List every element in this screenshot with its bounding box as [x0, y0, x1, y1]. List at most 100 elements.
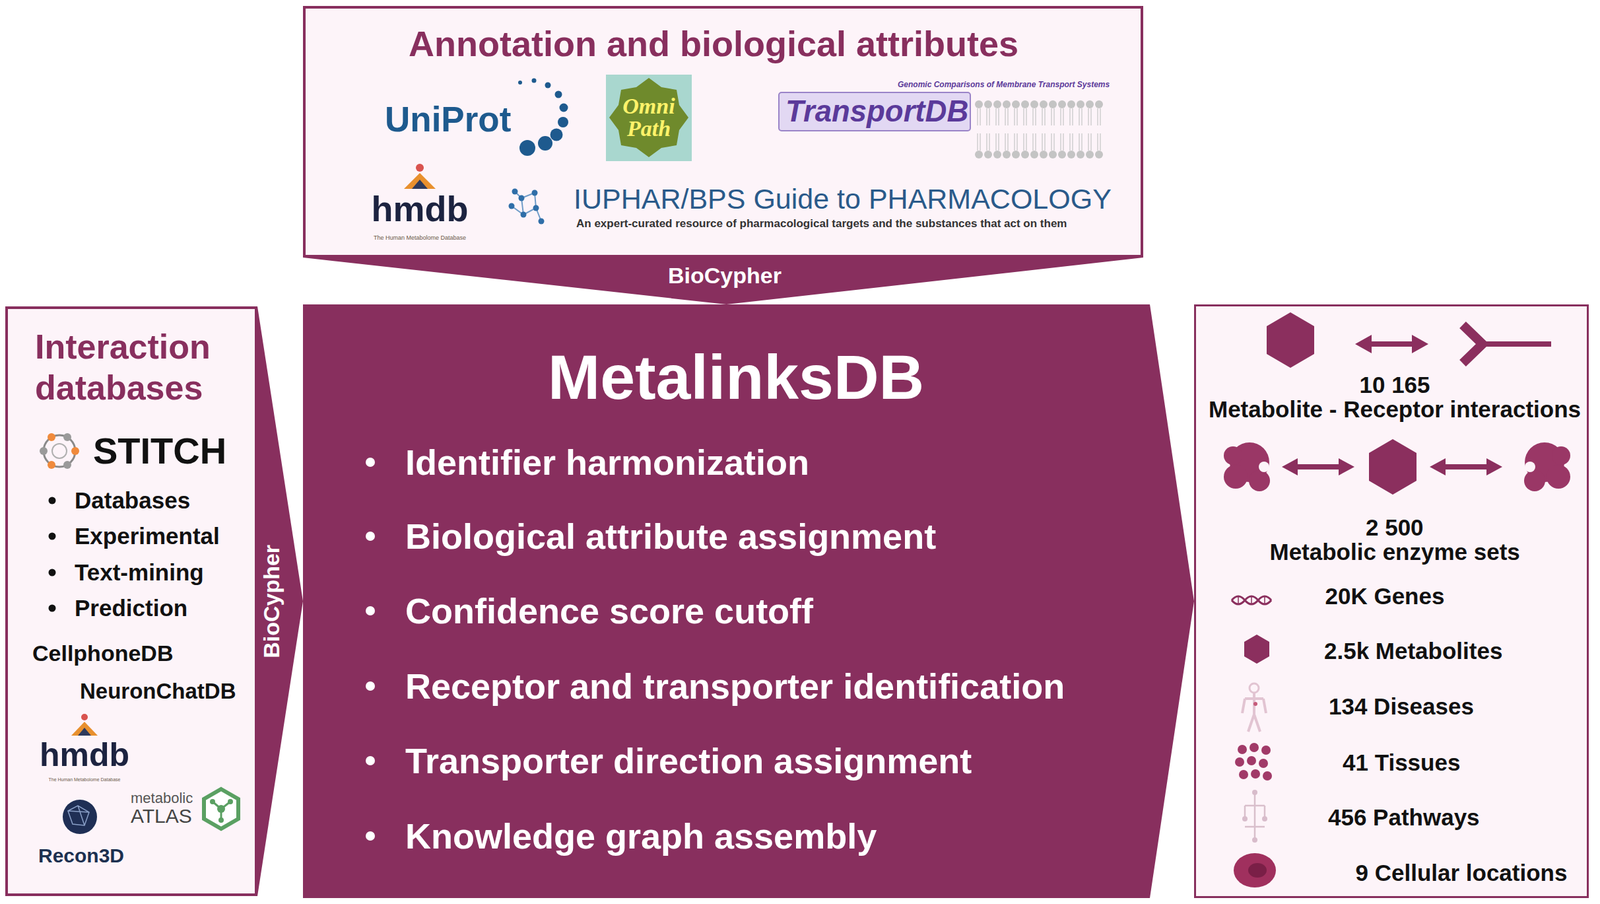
stat-text: 134 Diseases — [1328, 694, 1474, 719]
disease-body-icon — [1242, 693, 1267, 732]
bullet-dot — [365, 755, 375, 766]
database-title: MetalinksDB — [547, 344, 925, 411]
uniprot-logo-dots — [557, 116, 569, 128]
metabolite-receptor-icon — [1366, 341, 1418, 347]
pathway-tree-icon — [1252, 789, 1258, 795]
panel-heading: Annotation and biological attributes — [408, 25, 1019, 63]
process-step: Transporter direction assignment — [405, 741, 972, 780]
cell-icon — [1233, 852, 1276, 888]
logo-text: Omni Path — [611, 95, 686, 140]
hmdb-logo-icon — [71, 713, 98, 736]
process-step: Knowledge graph assembly — [405, 817, 877, 855]
tissue-cells-icon — [1238, 769, 1249, 779]
hmdb-logo-icon — [71, 721, 98, 736]
edge-label: BioCypher — [667, 264, 782, 288]
bullet-dot — [365, 457, 375, 841]
logo-subtitle: The Human Metabolome Database — [373, 234, 467, 241]
uniprot-logo-dots — [555, 91, 563, 99]
transportdb-logo — [778, 92, 1104, 160]
enzyme-set-icon — [1229, 442, 1270, 482]
enzyme-set-icon — [1338, 458, 1355, 476]
bullet-dot — [48, 604, 57, 612]
omnipath-logo — [605, 74, 692, 162]
transportdb-logo — [974, 99, 1104, 160]
iuphar-molecule-icon — [532, 190, 538, 197]
logo-text: metabolic — [130, 790, 193, 806]
count-number: 2 500 — [1365, 515, 1424, 540]
logo-text: IUPHAR/BPS Guide to PHARMACOLOGY — [573, 184, 1112, 214]
bullet-dot — [365, 531, 375, 541]
recon3d-icon — [62, 799, 98, 834]
tissue-cells-icon — [1234, 757, 1245, 767]
logo-subtitle: The Human Metabolome Database — [48, 776, 121, 782]
iuphar-molecule-icon — [508, 203, 515, 210]
iuphar-molecule-icon — [518, 195, 525, 202]
bullet-dot — [365, 681, 375, 691]
tissue-cells-icon — [1250, 768, 1261, 779]
metabolic-atlas-icon — [217, 804, 226, 813]
process-step: Identifier harmonization — [405, 443, 810, 482]
logo-text: hmdb — [39, 737, 130, 773]
disease-body-icon — [1253, 701, 1258, 706]
logo-text: UniProt — [384, 100, 511, 138]
gene-helix-icon — [1231, 596, 1272, 604]
stitch-logo-icon — [43, 434, 76, 467]
tissue-cells-icon — [1246, 755, 1257, 766]
process-step: Confidence score cutoff — [405, 592, 814, 630]
metabolic-atlas-icon — [203, 788, 239, 829]
iuphar-molecule-icon — [512, 188, 519, 195]
tissue-cells-icon — [1258, 758, 1268, 768]
hmdb-logo-icon — [81, 713, 88, 721]
tissue-cells-icon — [1234, 742, 1272, 781]
database-name: NeuronChatDB — [79, 679, 237, 703]
uniprot-logo-dots — [518, 78, 569, 157]
stitch-logo-icon — [47, 433, 56, 441]
output-panel: 10 165Metabolite - Receptor interactions… — [1194, 304, 1589, 898]
metabolic-atlas-icon — [203, 788, 239, 829]
recon3d-icon — [67, 805, 90, 826]
enzyme-set-icon — [1486, 458, 1503, 476]
stat-text: 20K Genes — [1325, 584, 1445, 609]
disease-body-icon — [1242, 683, 1267, 732]
stitch-logo-icon — [52, 443, 67, 459]
count-caption: Metabolic enzyme sets — [1269, 539, 1521, 565]
hmdb-logo-icon — [403, 163, 436, 189]
bullet-item: Experimental — [74, 524, 220, 549]
bullet-dot — [365, 605, 375, 616]
enzyme-set-icon — [1524, 442, 1571, 492]
enzyme-set-icon — [1258, 461, 1270, 472]
logo-text: hmdb — [371, 190, 469, 228]
metabolite-receptor-icon — [1462, 324, 1483, 364]
bullet-dot — [48, 497, 57, 505]
pathway-tree-icon — [1242, 789, 1268, 843]
stat-text: 41 Tissues — [1342, 750, 1461, 775]
gene-helix-icon — [1238, 596, 1265, 604]
bullet-dot — [365, 831, 375, 841]
enzyme-set-icon — [1429, 458, 1446, 476]
hmdb-logo-icon — [77, 727, 92, 736]
database-name: CellphoneDB — [32, 641, 173, 666]
disease-body-icon — [1249, 683, 1259, 693]
tissue-cells-icon — [1262, 770, 1272, 781]
central-process-box: MetalinksDBIdentifier harmonizationBiolo… — [302, 304, 1150, 898]
bullet-dot — [48, 532, 57, 540]
pathway-tree-icon — [1244, 792, 1265, 840]
hmdb-logo-icon — [411, 179, 428, 189]
gene-helix-icon — [1231, 596, 1272, 604]
logo-subtitle: An expert-curated resource of pharmacolo… — [576, 217, 1067, 230]
metabolite-receptor-icon — [1266, 312, 1552, 368]
metabolic-atlas-icon — [212, 801, 231, 820]
process-step: Receptor and transporter identification — [405, 667, 1065, 705]
uniprot-logo-dots — [545, 82, 552, 89]
uniprot-logo-dots — [519, 139, 536, 156]
hmdb-logo-icon — [403, 172, 436, 189]
logo-text: ATLAS — [130, 805, 193, 827]
gene-helix-icon — [1231, 596, 1272, 604]
enzyme-set-icon — [1292, 464, 1344, 470]
pathway-tree-icon — [1262, 815, 1268, 822]
omnipath-logo — [605, 74, 692, 162]
enzyme-set-icon — [1524, 461, 1536, 472]
metabolic-atlas-icon — [209, 798, 216, 804]
bullet-dot — [365, 457, 375, 467]
stat-text: 456 Pathways — [1328, 805, 1480, 830]
